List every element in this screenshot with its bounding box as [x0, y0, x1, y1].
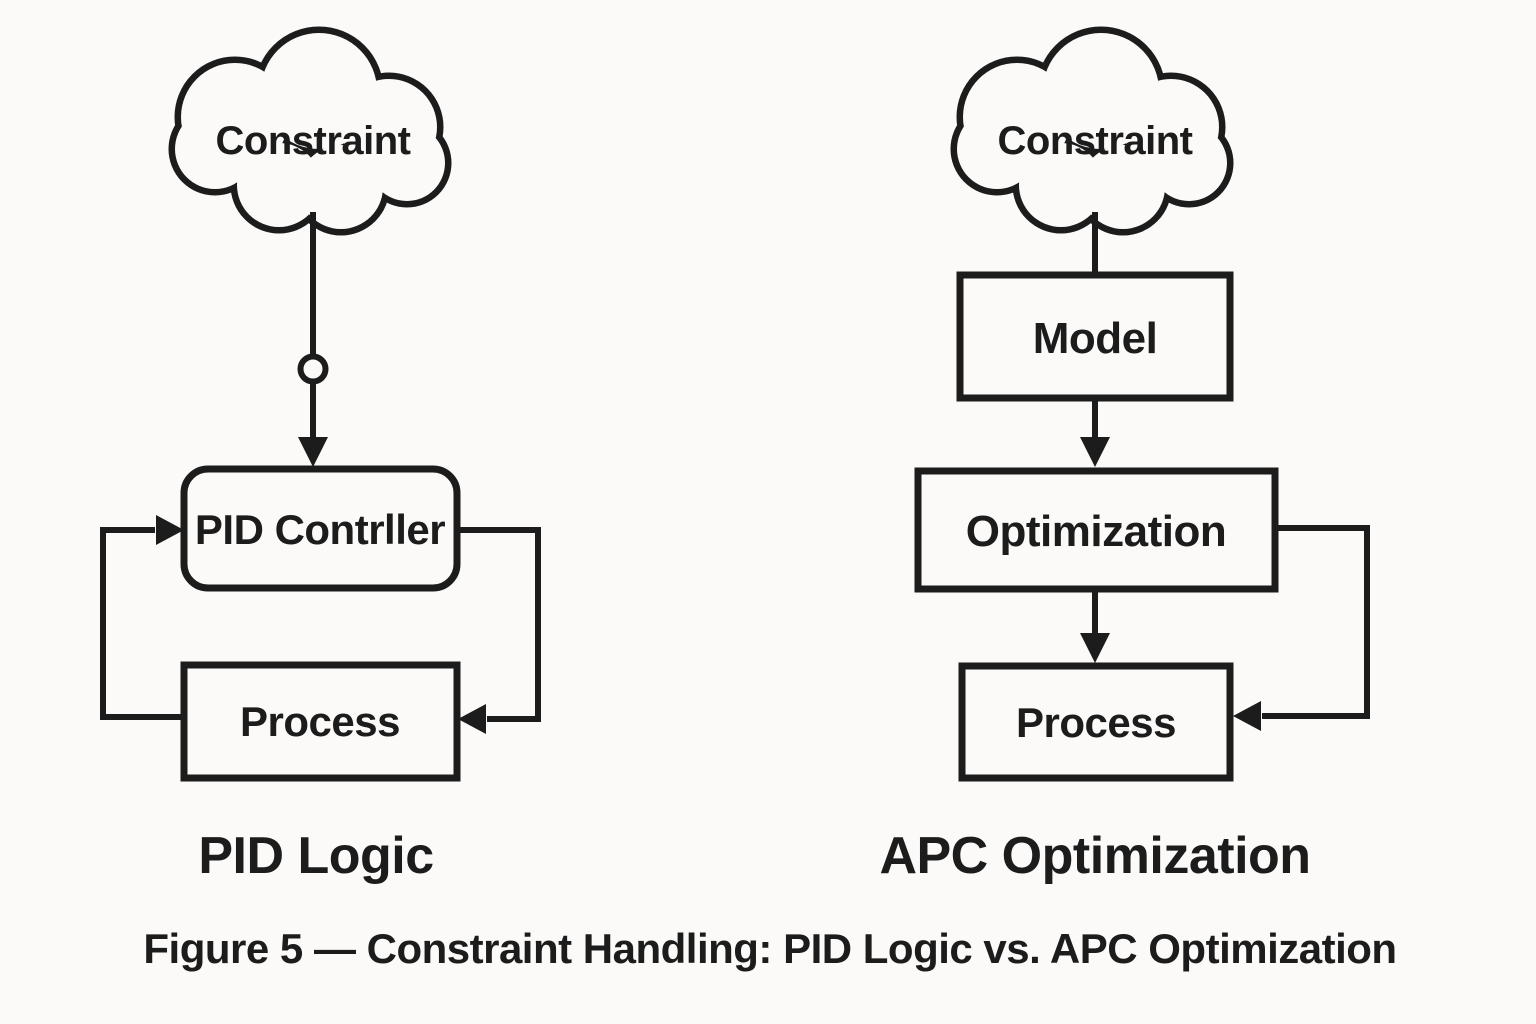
arrowhead-down-icon: [1080, 437, 1110, 467]
pid-constraint-label: Constraint: [216, 119, 411, 163]
apc-output-edge: [1262, 525, 1370, 719]
apc-process-box: [958, 662, 1234, 782]
pid-controller-label: PID Contrller: [195, 506, 445, 553]
arrowhead-right-icon: [156, 515, 184, 545]
apc-constraint-label: Constraint: [998, 119, 1193, 163]
pid-process-box: [180, 661, 461, 782]
figure-caption: Figure 5 — Constraint Handling: PID Logi…: [143, 925, 1396, 972]
apc-diagram-title: APC Optimization: [879, 827, 1310, 885]
apc-optimization-label: Optimization: [966, 507, 1226, 556]
arrowhead-down-icon: [1080, 633, 1110, 663]
signal-junction-circle: [297, 353, 329, 385]
apc-process-label: Process: [1016, 699, 1176, 746]
apc-model-label: Model: [1033, 314, 1158, 363]
pid-diagram-title: PID Logic: [198, 827, 433, 885]
apc-diagram: Constraint Model Optimization Process AP…: [879, 33, 1370, 885]
arrowhead-left-icon: [458, 704, 486, 734]
pid-process-label: Process: [240, 698, 400, 745]
pid-feedback-edge: [100, 527, 184, 720]
arrowhead-down-icon: [298, 437, 328, 467]
pid-output-edge: [457, 527, 541, 722]
arrowhead-left-icon: [1233, 701, 1261, 731]
pid-diagram: Constraint PID Contrller Process PID Log…: [100, 33, 541, 885]
